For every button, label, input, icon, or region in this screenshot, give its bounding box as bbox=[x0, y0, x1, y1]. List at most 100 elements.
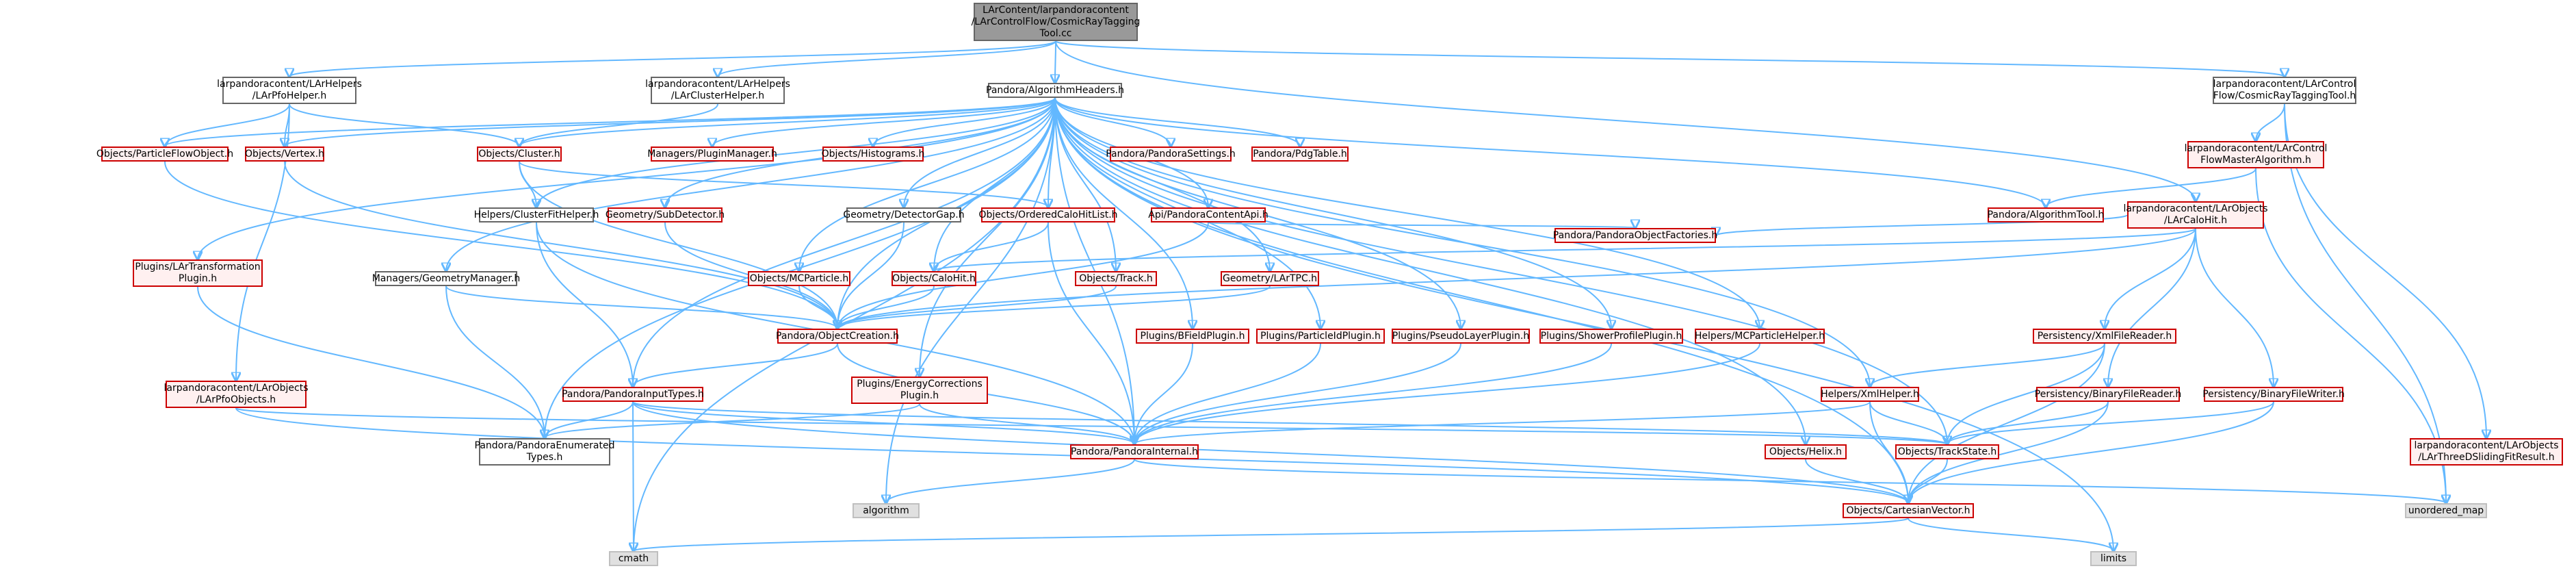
node-bfield-plugin[interactable]: Plugins/BFieldPlugin.h bbox=[1136, 329, 1249, 344]
edge-xmlHelper-to-pandoraInternal bbox=[1134, 401, 1871, 444]
edge-xmlHelper-to-cartesianVector bbox=[1869, 401, 1908, 503]
node-algorithm-headers[interactable]: Pandora/AlgorithmHeaders.h bbox=[986, 83, 1124, 98]
node-track-state[interactable]: Objects/TrackState.h bbox=[1895, 444, 1999, 459]
edge-inputTypes-to-pandoraInternal bbox=[632, 401, 1134, 444]
edge-root-to-crtTool bbox=[1055, 40, 2285, 77]
edge-geometryManager-to-enumeratedTypes bbox=[445, 285, 545, 438]
edge-algHeaders-to-clusterFitHelper bbox=[536, 97, 1056, 207]
edge-mcParticle-to-objectCreation bbox=[798, 285, 837, 329]
edge-algHeaders-to-bFieldPlugin bbox=[1054, 97, 1193, 329]
edge-binaryFileReader-to-cartesianVector bbox=[1908, 401, 2109, 503]
node-xml-helper[interactable]: Helpers/XmlHelper.h bbox=[1821, 387, 1919, 402]
node-lar-three-d-sliding-fit-result[interactable]: larpandoracontent/LArObjects /LArThreeDS… bbox=[2410, 438, 2563, 466]
node-algorithm-tool[interactable]: Pandora/AlgorithmTool.h bbox=[1988, 207, 2104, 222]
node-pseudo-layer-plugin[interactable]: Plugins/PseudoLayerPlugin.h bbox=[1392, 329, 1530, 344]
edge-larTransformation-to-enumeratedTypes bbox=[197, 286, 545, 438]
node-lar-transformation-plugin[interactable]: Plugins/LArTransformation Plugin.h bbox=[133, 259, 263, 287]
edge-xmlFileReader-to-cartesianVector bbox=[1908, 343, 2105, 503]
node-cluster[interactable]: Objects/Cluster.h bbox=[477, 147, 562, 162]
node-lar-cluster-helper[interactable]: larpandoracontent/LArHelpers /LArCluster… bbox=[645, 77, 790, 104]
edge-inputTypes-to-trackState bbox=[632, 401, 1947, 444]
edge-pseudoLayerPlugin-to-pandoraInternal bbox=[1134, 343, 1461, 444]
node-xml-file-reader[interactable]: Persistency/XmlFileReader.h bbox=[2033, 329, 2176, 344]
edge-pfoHelper-to-cluster bbox=[289, 103, 519, 147]
edge-binaryFileWriter-to-cartesianVector bbox=[1908, 401, 2274, 503]
node-mc-particle[interactable]: Objects/MCParticle.h bbox=[748, 271, 850, 286]
edge-algHeaders-to-mcParticle bbox=[799, 97, 1056, 271]
node-binary-file-reader[interactable]: Persistency/BinaryFileReader.h bbox=[2035, 387, 2181, 402]
node-object-creation[interactable]: Pandora/ObjectCreation.h bbox=[776, 329, 899, 344]
node-helix[interactable]: Objects/Helix.h bbox=[1765, 444, 1847, 459]
node-lar-pfo-objects[interactable]: larpandoracontent/LArObjects /LArPfoObje… bbox=[164, 381, 309, 408]
node-cmath[interactable]: cmath bbox=[609, 551, 658, 566]
edge-trackState-to-cartesianVector bbox=[1908, 459, 1948, 503]
node-control-flow-master-algorithm[interactable]: larpandoracontent/LArControl FlowMasterA… bbox=[2185, 141, 2327, 168]
edge-pfoObject-to-objectCreation bbox=[164, 161, 837, 329]
edge-caloHitLAr-to-caloHit bbox=[934, 228, 2196, 271]
node-mc-particle-helper[interactable]: Helpers/MCParticleHelper.h bbox=[1695, 329, 1825, 344]
edge-algHeaders-to-pandoraSettings bbox=[1054, 97, 1171, 147]
node-sub-detector[interactable]: Geometry/SubDetector.h bbox=[606, 207, 725, 222]
node-pandora-enumerated-types[interactable]: Pandora/PandoraEnumerated Types.h bbox=[475, 438, 615, 466]
edge-algHeaders-to-pfoObject bbox=[165, 97, 1056, 147]
node-particle-flow-object[interactable]: Objects/ParticleFlowObject.h bbox=[96, 147, 233, 162]
edge-cartesianVector-to-cmath bbox=[634, 518, 1909, 551]
edge-algHeaders-to-mcParticleHelper bbox=[1054, 97, 1760, 329]
node-pdg-table[interactable]: Pandora/PdgTable.h bbox=[1251, 147, 1349, 162]
edge-vertex-to-objectCreation bbox=[284, 161, 837, 329]
node-lar-calo-hit[interactable]: larpandoracontent/LArObjects /LArCaloHit… bbox=[2124, 201, 2268, 229]
node-pfo-helper[interactable]: larpandoracontent/LArHelpers /LArPfoHelp… bbox=[217, 77, 362, 104]
node-geometry-manager[interactable]: Managers/GeometryManager.h bbox=[372, 271, 520, 286]
edge-energyCorrections-to-pandoraInternal bbox=[919, 403, 1134, 444]
edge-contentApi-to-objectFactories bbox=[1208, 222, 1635, 228]
node-track[interactable]: Objects/Track.h bbox=[1075, 271, 1157, 286]
node-vertex[interactable]: Objects/Vertex.h bbox=[245, 147, 324, 162]
node-pandora-internal[interactable]: Pandora/PandoraInternal.h bbox=[1070, 444, 1199, 459]
node-detector-gap[interactable]: Geometry/DetectorGap.h bbox=[843, 207, 965, 222]
edge-mcParticleHelper-to-pandoraInternal bbox=[1134, 343, 1760, 444]
edge-contentApi-to-objectCreation bbox=[837, 222, 1209, 329]
node-pandora-settings[interactable]: Pandora/PandoraSettings.h bbox=[1106, 147, 1236, 162]
node-object-factories[interactable]: Pandora/PandoraObjectFactories.h bbox=[1553, 228, 1717, 243]
edge-root-to-pfoHelper bbox=[289, 40, 1056, 77]
edge-algHeaders-to-vertex bbox=[285, 97, 1056, 147]
edge-crtTool-to-masterAlg bbox=[2256, 103, 2285, 141]
edge-binaryFileReader-to-trackState bbox=[1947, 401, 2109, 444]
node-binary-file-writer[interactable]: Persistency/BinaryFileWriter.h bbox=[2202, 387, 2345, 402]
edge-root-to-clusterHelperLAr bbox=[718, 40, 1056, 77]
node-particle-id-plugin[interactable]: Plugins/ParticleIdPlugin.h bbox=[1256, 329, 1385, 344]
edge-cartesianVector-to-limits bbox=[1908, 518, 2113, 551]
node-ordered-calo-hit-list[interactable]: Objects/OrderedCaloHitList.h bbox=[978, 207, 1118, 222]
node-cartesian-vector[interactable]: Objects/CartesianVector.h bbox=[1843, 503, 1974, 518]
edge-caloHitLAr-to-objectFactories bbox=[1716, 214, 2128, 235]
node-histograms[interactable]: Objects/Histograms.h bbox=[822, 147, 924, 162]
edge-pandoraInternal-to-algorithm bbox=[886, 459, 1135, 503]
edge-orderedCaloHitList-to-pandoraInternal bbox=[1048, 222, 1134, 444]
node-energy-corrections-plugin[interactable]: Plugins/EnergyCorrections Plugin.h bbox=[851, 377, 988, 404]
edge-orderedCaloHitList-to-caloHit bbox=[934, 222, 1049, 271]
node-plugin-manager[interactable]: Managers/PluginManager.h bbox=[647, 147, 777, 162]
node-unordered-map[interactable]: unordered_map bbox=[2405, 503, 2487, 518]
node-pandora-content-api[interactable]: Api/PandoraContentApi.h bbox=[1148, 207, 1269, 222]
edge-algHeaders-to-cartesianVector bbox=[1054, 97, 1908, 503]
node-algorithm-std[interactable]: algorithm bbox=[853, 503, 920, 518]
node-shower-profile-plugin[interactable]: Plugins/ShowerProfilePlugin.h bbox=[1539, 329, 1683, 344]
node-pandora-input-types[interactable]: Pandora/PandoraInputTypes.h bbox=[562, 387, 704, 402]
node-lar-tpc[interactable]: Geometry/LArTPC.h bbox=[1221, 271, 1319, 286]
edge-bFieldPlugin-to-pandoraInternal bbox=[1134, 343, 1193, 444]
edge-algHeaders-to-pluginMgr bbox=[712, 97, 1056, 147]
edge-objectCreation-to-inputTypes bbox=[633, 343, 838, 387]
edge-algHeaders-to-detectorGap bbox=[904, 97, 1056, 207]
edge-algHeaders-to-enumeratedTypes bbox=[545, 97, 1056, 438]
edge-xmlFileReader-to-trackState bbox=[1947, 343, 2105, 444]
edge-showerProfilePlugin-to-pandoraInternal bbox=[1134, 343, 1612, 444]
edge-caloHitLAr-to-xmlFileReader bbox=[2105, 228, 2196, 329]
node-cosmic-ray-tagging-tool-h[interactable]: larpandoracontent/LArControl Flow/Cosmic… bbox=[2213, 77, 2356, 104]
node-calo-hit[interactable]: Objects/CaloHit.h bbox=[892, 271, 976, 286]
node-limits[interactable]: limits bbox=[2090, 551, 2137, 566]
node-root[interactable]: LArContent/larpandoracontent /LArControl… bbox=[972, 3, 1140, 41]
node-cluster-fit-helper[interactable]: Helpers/ClusterFitHelper.h bbox=[474, 207, 599, 222]
edge-pfoHelper-to-pfoObjectsLAr bbox=[236, 103, 290, 381]
edge-pandoraInternal-to-unorderedMap bbox=[1134, 459, 2446, 503]
